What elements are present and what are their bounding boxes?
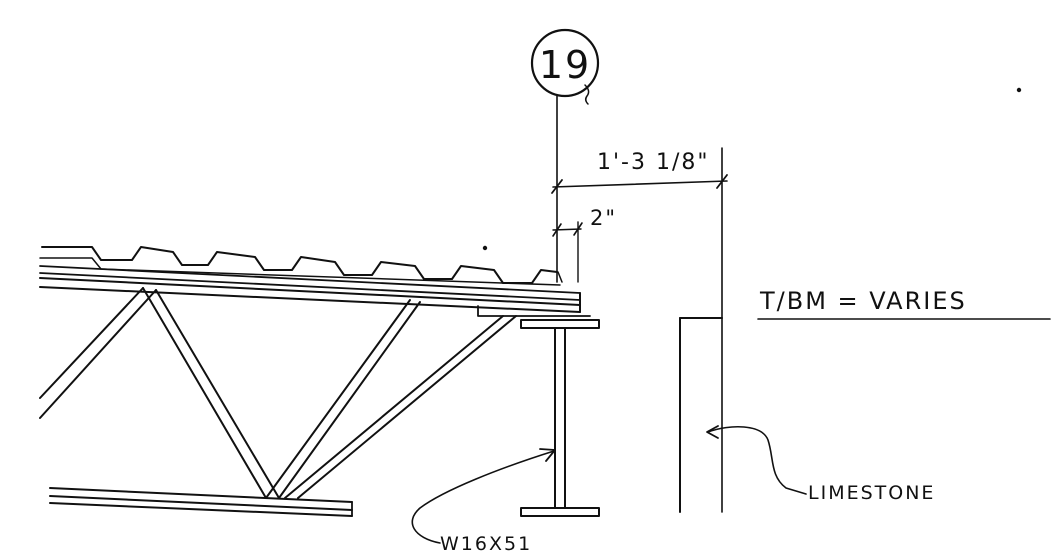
limestone-leader: LIMESTONE [706,425,935,504]
top-of-beam-note: T/BM = VARIES [757,287,1051,320]
dimension-small-label: 2" [590,206,617,230]
grid-bubble-label: 19 [539,43,591,87]
joist-bottom-chord [49,487,353,517]
joist-top-chord [39,277,591,317]
dimension-overall: 1'-3 1/8" [551,147,728,513]
grid-bubble: 19 [530,28,600,105]
beam-label: W16X51 [440,533,532,554]
pencil-dot [1016,87,1022,93]
limestone-wall [679,317,723,513]
joist-web [39,287,517,499]
pencil-dot [482,245,488,251]
steel-beam [520,319,600,517]
dimension-small: 2" [552,206,617,283]
beam-leader: W16X51 [411,448,556,554]
limestone-label: LIMESTONE [808,482,935,504]
dimension-overall-label: 1'-3 1/8" [597,150,710,175]
top-of-beam-label: T/BM = VARIES [759,287,967,315]
metal-deck [39,246,581,301]
